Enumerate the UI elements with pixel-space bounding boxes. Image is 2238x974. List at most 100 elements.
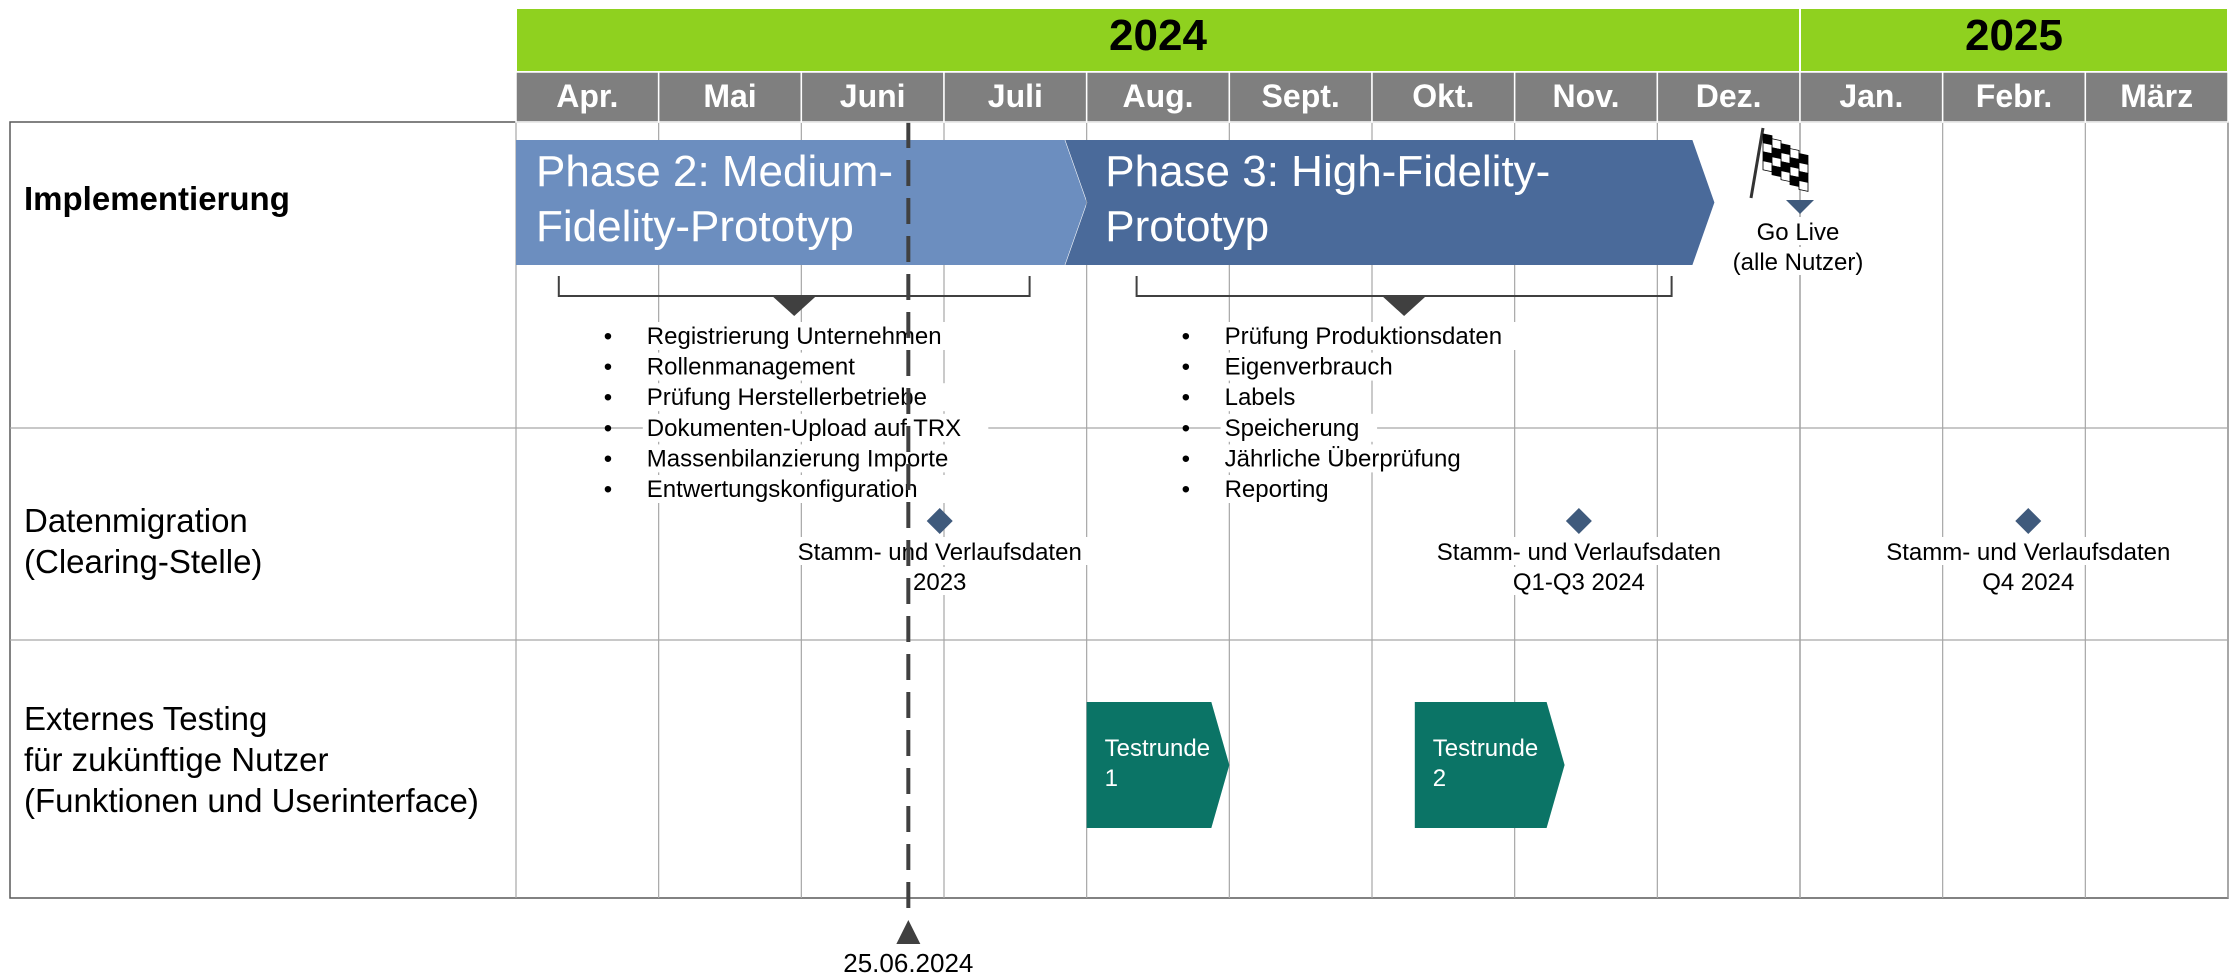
migration-label: Stamm- und Verlaufsdaten	[798, 539, 1082, 566]
month-label: Apr.	[556, 78, 618, 114]
flag-square	[1771, 165, 1782, 178]
detail-backing	[642, 383, 1002, 412]
migration-diamond	[2015, 508, 2042, 534]
month-header-cell	[1228, 71, 1373, 123]
month-label: Jan.	[1839, 78, 1903, 114]
migration-label: Stamm- und Verlaufsdaten	[1437, 539, 1721, 566]
month-label: Okt.	[1412, 78, 1474, 114]
migration-diamond	[1565, 508, 1592, 534]
test-round-label: Testrunde	[1433, 735, 1538, 762]
migration-label: Q1-Q3 2024	[1513, 569, 1645, 596]
month-header-cell	[1371, 71, 1516, 123]
detail-item: Eigenverbrauch	[1225, 354, 1393, 381]
month-header-cell	[800, 71, 945, 123]
detail-item: Speicherung	[1225, 415, 1360, 442]
detail-item: Rollenmanagement	[647, 354, 855, 381]
test-round-shape	[1086, 702, 1230, 828]
detail-backing	[1220, 352, 1418, 381]
detail-backing	[1220, 322, 1553, 350]
detail-backing	[1220, 413, 1378, 442]
row-label: Datenmigration	[24, 502, 248, 539]
month-label: März	[2120, 78, 2193, 114]
month-label: Nov.	[1553, 78, 1620, 114]
go-live-label: (alle Nutzer)	[1733, 249, 1864, 276]
bullet: •	[604, 323, 612, 350]
label-backing	[1725, 247, 1875, 275]
today-label: 25.06.2024	[843, 948, 973, 974]
year-label: 2024	[1109, 11, 1207, 60]
bracket-pointer	[1382, 296, 1427, 316]
go-live-marker	[1786, 200, 1814, 214]
checkered-flag-icon	[1749, 127, 1809, 199]
row-label: Implementierung	[24, 180, 290, 217]
detail-item: Jährliche Überprüfung	[1225, 445, 1461, 472]
month-header-cell	[515, 71, 660, 123]
detail-backing	[642, 352, 867, 381]
month-label: Dez.	[1696, 78, 1762, 114]
bullet: •	[1182, 445, 1190, 472]
phase-banner	[1065, 140, 1715, 265]
month-label: Sept.	[1262, 78, 1340, 114]
phase-label: Phase 3: High-Fidelity-	[1105, 147, 1550, 196]
label-backing	[1725, 217, 1875, 245]
label-backing	[1506, 567, 1652, 595]
month-header-cell	[2084, 71, 2229, 123]
bullet: •	[604, 476, 612, 503]
flag-square	[1789, 175, 1800, 187]
bullet: •	[1182, 415, 1190, 442]
row-label: (Clearing-Stelle)	[24, 543, 262, 580]
detail-backing	[1220, 475, 1351, 503]
go-live-label: Go Live	[1757, 219, 1840, 246]
flag-square	[1798, 179, 1809, 192]
flag-square	[1780, 170, 1791, 183]
test-round-label: 2	[1433, 765, 1446, 792]
label-backing	[1411, 537, 1746, 565]
year-header-cell	[1799, 7, 2229, 73]
bullet: •	[1182, 323, 1190, 350]
detail-backing	[642, 413, 989, 442]
bullet: •	[1182, 384, 1190, 411]
detail-item: Massenbilanzierung Importe	[647, 445, 949, 472]
test-round-label: 1	[1105, 765, 1118, 792]
detail-item: Prüfung Produktionsdaten	[1225, 323, 1503, 350]
migration-label: Q4 2024	[1982, 569, 2074, 596]
detail-item: Registrierung Unternehmen	[647, 323, 942, 350]
bullet: •	[1182, 354, 1190, 381]
test-round-label: Testrunde	[1105, 735, 1210, 762]
flag-square	[1762, 160, 1773, 173]
label-backing	[1861, 537, 2196, 565]
month-label: Aug.	[1122, 78, 1193, 114]
detail-backing	[1220, 383, 1310, 412]
detail-item: Prüfung Herstellerbetriebe	[647, 384, 927, 411]
detail-backing	[642, 444, 1002, 473]
bracket-pointer	[772, 296, 817, 316]
detail-item: Dokumenten-Upload auf TRX	[647, 415, 961, 442]
row-label: (Funktionen und Userinterface)	[24, 782, 479, 819]
month-header-cell	[1513, 71, 1659, 123]
detail-backing	[1220, 444, 1513, 473]
test-round-shape	[1414, 702, 1565, 828]
phase-banner	[516, 140, 1087, 265]
bullet: •	[604, 354, 612, 381]
phase-label: Prototyp	[1105, 202, 1269, 251]
migration-label: Stamm- und Verlaufsdaten	[1886, 539, 2170, 566]
detail-item: Entwertungskonfiguration	[647, 476, 918, 503]
bullet: •	[604, 445, 612, 472]
month-label: Febr.	[1976, 78, 2052, 114]
year-label: 2025	[1965, 11, 2063, 60]
bullet: •	[1182, 476, 1190, 503]
today-marker	[896, 920, 921, 944]
month-header-cell	[1941, 71, 2087, 123]
label-backing	[1976, 567, 2081, 595]
migration-label: 2023	[913, 569, 966, 596]
detail-item: Reporting	[1225, 476, 1329, 503]
label-backing	[772, 537, 1107, 565]
month-label: Juni	[840, 78, 906, 114]
detail-backing	[642, 322, 989, 350]
flag-pole	[1749, 127, 1765, 199]
month-header-cell	[1799, 71, 1944, 123]
month-label: Mai	[703, 78, 756, 114]
row-label: für zukünftige Nutzer	[24, 741, 328, 778]
migration-diamond	[926, 508, 953, 534]
